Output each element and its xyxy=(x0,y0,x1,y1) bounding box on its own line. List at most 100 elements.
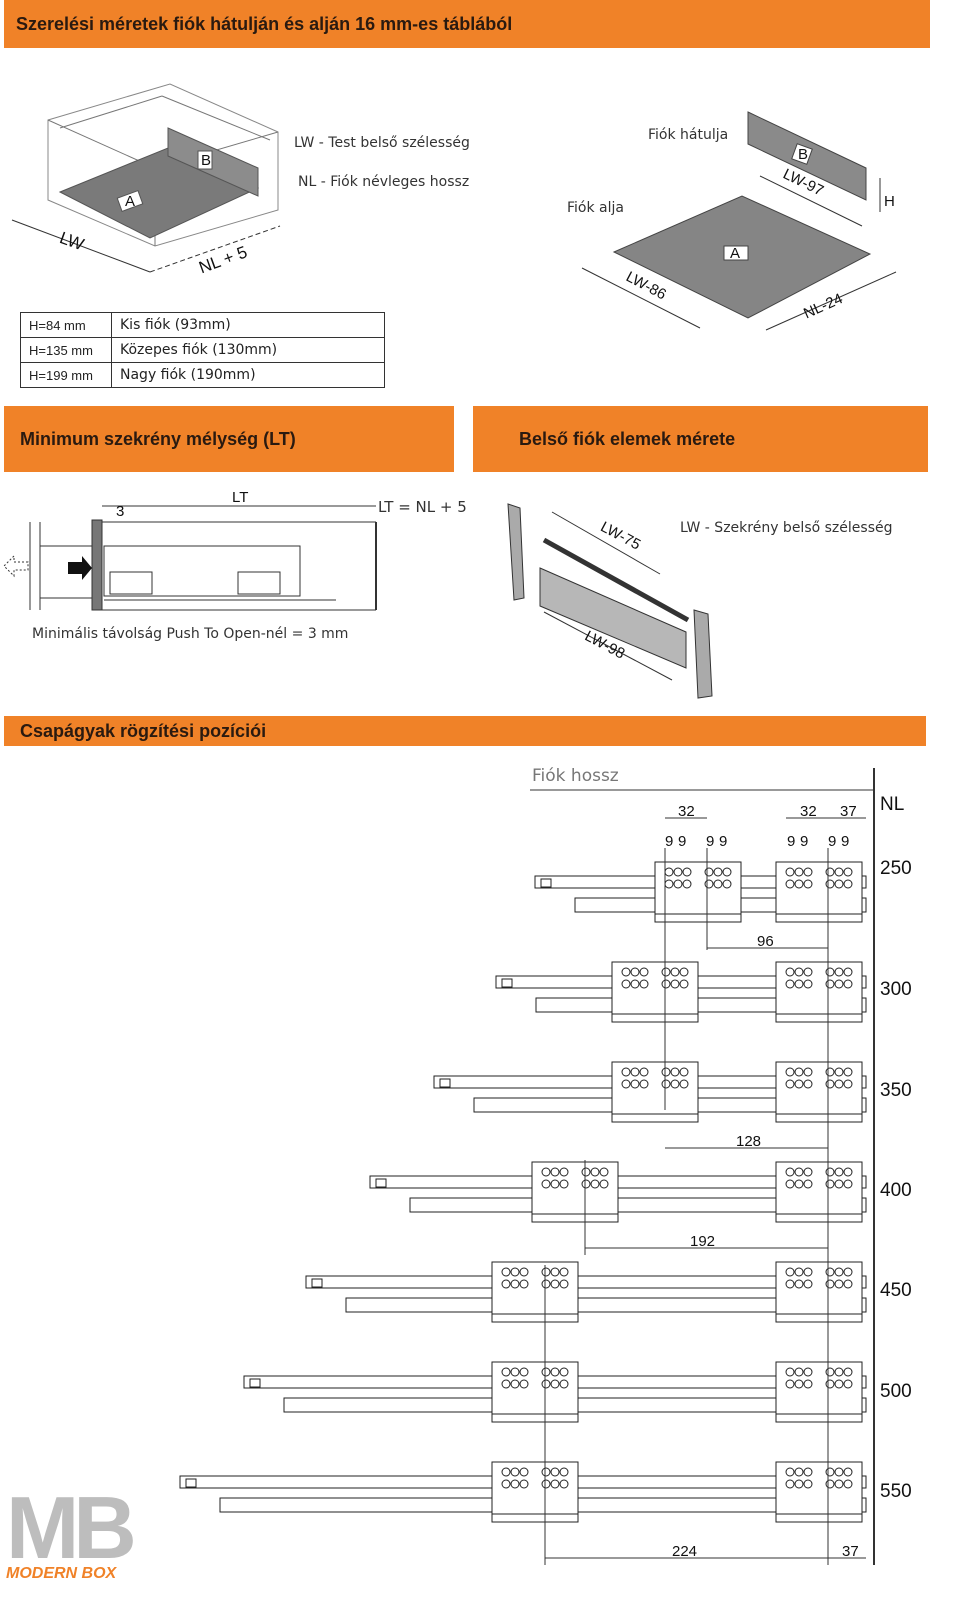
push-arrow xyxy=(68,556,92,580)
dim-9c: 9 xyxy=(706,833,714,850)
bearing-hole xyxy=(843,967,853,977)
slide-rail-upper xyxy=(305,1275,867,1289)
push-note: Minimális távolság Push To Open-nél = 3 … xyxy=(32,626,349,642)
slide-end-clip xyxy=(375,1178,387,1188)
top-rail xyxy=(542,537,690,623)
bearing-hole xyxy=(794,1279,804,1289)
dim-9f: 9 xyxy=(800,833,808,850)
bearing-hole xyxy=(803,1479,813,1489)
bearing-hole xyxy=(559,1479,569,1489)
dim-9a: 9 xyxy=(665,833,673,850)
dim-128: 128 xyxy=(736,1133,761,1150)
bearing-hole xyxy=(825,879,835,889)
cabinet-a-text: A xyxy=(125,193,135,210)
bearing-hole xyxy=(834,879,844,889)
bearing-hole xyxy=(550,1267,560,1277)
bearing-hole xyxy=(581,1167,591,1177)
nl-description: NL - Fiók névleges hossz xyxy=(298,174,470,190)
bearing-hole xyxy=(661,1079,671,1089)
bearing-hole xyxy=(834,1179,844,1189)
header-min-depth: Minimum szekrény mélység (LT) xyxy=(4,406,454,472)
logo-text: MODERN BOX xyxy=(6,1565,117,1582)
bearing-hole xyxy=(670,1079,680,1089)
slide-end-clip xyxy=(540,878,552,888)
bearing-hole xyxy=(843,1479,853,1489)
bearing-hole xyxy=(673,879,683,889)
bearing-hole xyxy=(679,1079,689,1089)
bearing-hole xyxy=(559,1379,569,1389)
bearing-hole xyxy=(794,1067,804,1077)
bearing-hole xyxy=(794,1367,804,1377)
bearing-hole xyxy=(661,967,671,977)
bearing-hole xyxy=(501,1279,511,1289)
lw-note: LW - Szekrény belső szélesség xyxy=(680,520,893,536)
bearing-hole xyxy=(843,979,853,989)
back-label: Fiók hátulja xyxy=(648,127,729,143)
dim-224: 224 xyxy=(672,1543,697,1560)
dim-9e: 9 xyxy=(787,833,795,850)
nl-header: NL xyxy=(880,794,905,815)
bearing-hole xyxy=(843,1467,853,1477)
bearing-hole xyxy=(501,1379,511,1389)
bearing-hole xyxy=(843,1379,853,1389)
bearing-hole xyxy=(581,1179,591,1189)
bearing-hole xyxy=(639,967,649,977)
bearing-hole xyxy=(794,1167,804,1177)
bearing-hole xyxy=(510,1379,520,1389)
bearing-hole xyxy=(682,867,692,877)
bearing-hole xyxy=(713,867,723,877)
bearing-hole xyxy=(519,1467,529,1477)
bearing-hole xyxy=(785,1079,795,1089)
bearing-hole xyxy=(559,1467,569,1477)
dim-9h: 9 xyxy=(841,833,849,850)
bearing-hole xyxy=(794,967,804,977)
gap-3: 3 xyxy=(116,503,124,520)
header-inner-parts: Belső fiók elemek mérete xyxy=(473,406,928,472)
bearing-hole xyxy=(713,879,723,889)
cabinet-mark-b xyxy=(197,150,213,170)
height-value: H=199 mm xyxy=(20,362,112,388)
front-panel xyxy=(539,567,687,669)
cabinet-lw-label: LW xyxy=(57,228,86,254)
bearing-hole xyxy=(803,1467,813,1477)
bearing-hole xyxy=(670,979,680,989)
bearing-hole xyxy=(834,1067,844,1077)
bearing-hole xyxy=(559,1167,569,1177)
bearing-hole xyxy=(794,1467,804,1477)
bearing-hole xyxy=(803,1167,813,1177)
header-bearings: Csapágyak rögzítési pozíciói xyxy=(4,716,926,746)
bearing-hole xyxy=(794,1079,804,1089)
back-mark-b xyxy=(791,143,813,165)
bearing-hole xyxy=(825,967,835,977)
bearing-hole xyxy=(803,979,813,989)
bottom-label: Fiók alja xyxy=(567,200,624,216)
rail-lw75: LW-75 xyxy=(598,518,644,553)
bearing-block-right xyxy=(237,571,281,595)
bearing-hole xyxy=(803,1179,813,1189)
bottom-a-text: A xyxy=(730,245,740,262)
bearing-hole xyxy=(843,1267,853,1277)
bearing-hole xyxy=(834,1279,844,1289)
nl-550: 550 xyxy=(880,1481,912,1502)
dim-9g: 9 xyxy=(828,833,836,850)
bearing-hole xyxy=(834,1479,844,1489)
bearing-hole xyxy=(541,1267,551,1277)
dim-96: 96 xyxy=(757,933,774,950)
bearing-hole xyxy=(550,1167,560,1177)
bearing-hole xyxy=(785,1467,795,1477)
pull-arrow-outline xyxy=(3,554,29,578)
cabinet-b-text: B xyxy=(201,152,211,169)
bearing-hole xyxy=(664,879,674,889)
nl-350: 350 xyxy=(880,1080,912,1101)
height-desc: Közepes fiók (130mm) xyxy=(111,337,385,363)
bearing-hole xyxy=(794,879,804,889)
bearing-hole xyxy=(550,1279,560,1289)
bearing-hole xyxy=(785,1067,795,1077)
bearing-hole xyxy=(510,1367,520,1377)
height-desc: Kis fiók (93mm) xyxy=(111,312,385,338)
bearing-hole xyxy=(803,879,813,889)
bottom-mark-a xyxy=(723,245,749,261)
bearing-hole xyxy=(834,1267,844,1277)
bearing-hole xyxy=(510,1479,520,1489)
